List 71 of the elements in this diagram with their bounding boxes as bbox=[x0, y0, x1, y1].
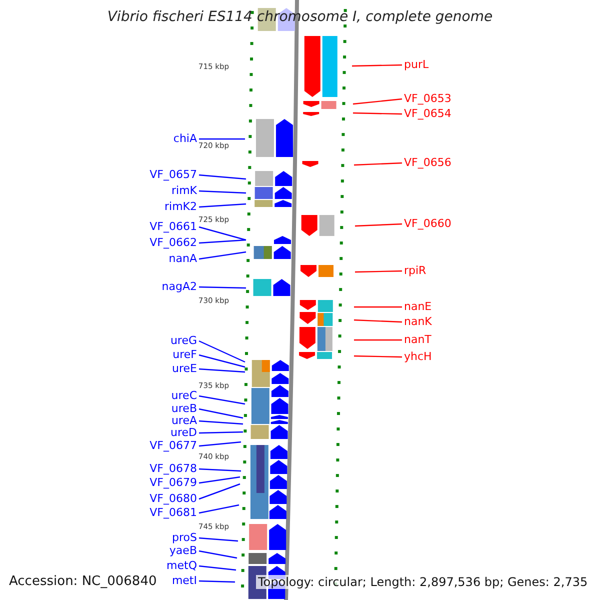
gene-label: ureF bbox=[172, 348, 197, 361]
gene-label: metQ bbox=[166, 559, 197, 572]
leader-line bbox=[354, 270, 402, 273]
gene-label: yhcH bbox=[404, 350, 432, 363]
leader-line bbox=[198, 354, 246, 368]
leader-line bbox=[198, 550, 238, 559]
gene-label: rimK bbox=[171, 184, 197, 197]
gene-label: ureE bbox=[172, 362, 197, 375]
leader-line bbox=[198, 580, 236, 583]
gene-label: chiA bbox=[173, 132, 197, 145]
title: Vibrio fischeri ES114 chromosome I, complete genome bbox=[106, 9, 494, 25]
gene-label: proS bbox=[172, 531, 197, 544]
leader-line bbox=[354, 223, 402, 227]
leader-line bbox=[354, 339, 402, 341]
gene-label: VF_0677 bbox=[150, 439, 197, 452]
gene-label: metI bbox=[172, 574, 197, 587]
leader-line bbox=[352, 64, 402, 67]
leader-line bbox=[198, 190, 246, 194]
gene-label: rpiR bbox=[404, 264, 426, 277]
leader-line bbox=[198, 468, 242, 472]
gene-label: purL bbox=[404, 58, 429, 71]
gene-label: ureA bbox=[171, 414, 197, 427]
gene-label: VF_0660 bbox=[404, 217, 452, 230]
leader-line bbox=[198, 504, 240, 514]
leader-line bbox=[354, 319, 402, 323]
gene-label: rimK2 bbox=[164, 200, 197, 213]
leader-line bbox=[198, 476, 240, 484]
leader-line bbox=[198, 431, 244, 434]
gene-label: VF_0656 bbox=[404, 156, 452, 169]
leader-line bbox=[198, 565, 236, 571]
gene-label: nagA2 bbox=[162, 280, 197, 293]
gene-label: VF_0657 bbox=[150, 168, 197, 181]
gene-label: VF_0662 bbox=[150, 236, 197, 249]
gene-label: VF_0653 bbox=[404, 92, 452, 105]
leader-line bbox=[354, 306, 402, 308]
gene-label: ureG bbox=[170, 334, 197, 347]
leader-line bbox=[352, 98, 402, 105]
leader-line bbox=[198, 420, 244, 425]
leader-line bbox=[198, 286, 246, 289]
leader-line bbox=[198, 395, 246, 405]
topology-text: Topology: circular; Length: 2,897,536 bp; Genes: 2,735 bbox=[256, 575, 590, 589]
accession-text: Accession: NC_006840 bbox=[9, 574, 157, 589]
gene-label: nanT bbox=[404, 333, 432, 346]
gene-label: ureC bbox=[171, 389, 197, 402]
gene-label: yaeB bbox=[169, 544, 197, 557]
gene-label: ureB bbox=[171, 402, 197, 415]
leader-line bbox=[198, 368, 246, 373]
gene-label: VF_0679 bbox=[150, 476, 197, 489]
leader-line bbox=[354, 355, 402, 358]
leader-line bbox=[198, 408, 244, 419]
leader-line bbox=[198, 537, 238, 542]
leader-line bbox=[198, 239, 246, 244]
leader-line bbox=[198, 340, 246, 363]
leader-line bbox=[354, 162, 402, 166]
gene-label: VF_0681 bbox=[150, 506, 197, 519]
leader-line bbox=[198, 483, 240, 500]
leader-line bbox=[199, 138, 245, 140]
leader-line bbox=[198, 203, 246, 208]
gene-label: VF_0680 bbox=[150, 492, 197, 505]
gene-label: nanK bbox=[404, 315, 432, 328]
leader-line bbox=[352, 112, 402, 115]
leader-line bbox=[198, 441, 242, 447]
gene-label: nanE bbox=[404, 300, 432, 313]
gene-label: VF_0654 bbox=[404, 107, 452, 120]
gene-label: VF_0678 bbox=[150, 462, 197, 475]
gene-label: VF_0661 bbox=[150, 220, 197, 233]
leader-line bbox=[198, 174, 246, 180]
gene-label: ureD bbox=[170, 426, 197, 439]
leader-line bbox=[198, 226, 246, 241]
leader-line bbox=[198, 251, 246, 260]
gene-label: nanA bbox=[168, 252, 197, 265]
